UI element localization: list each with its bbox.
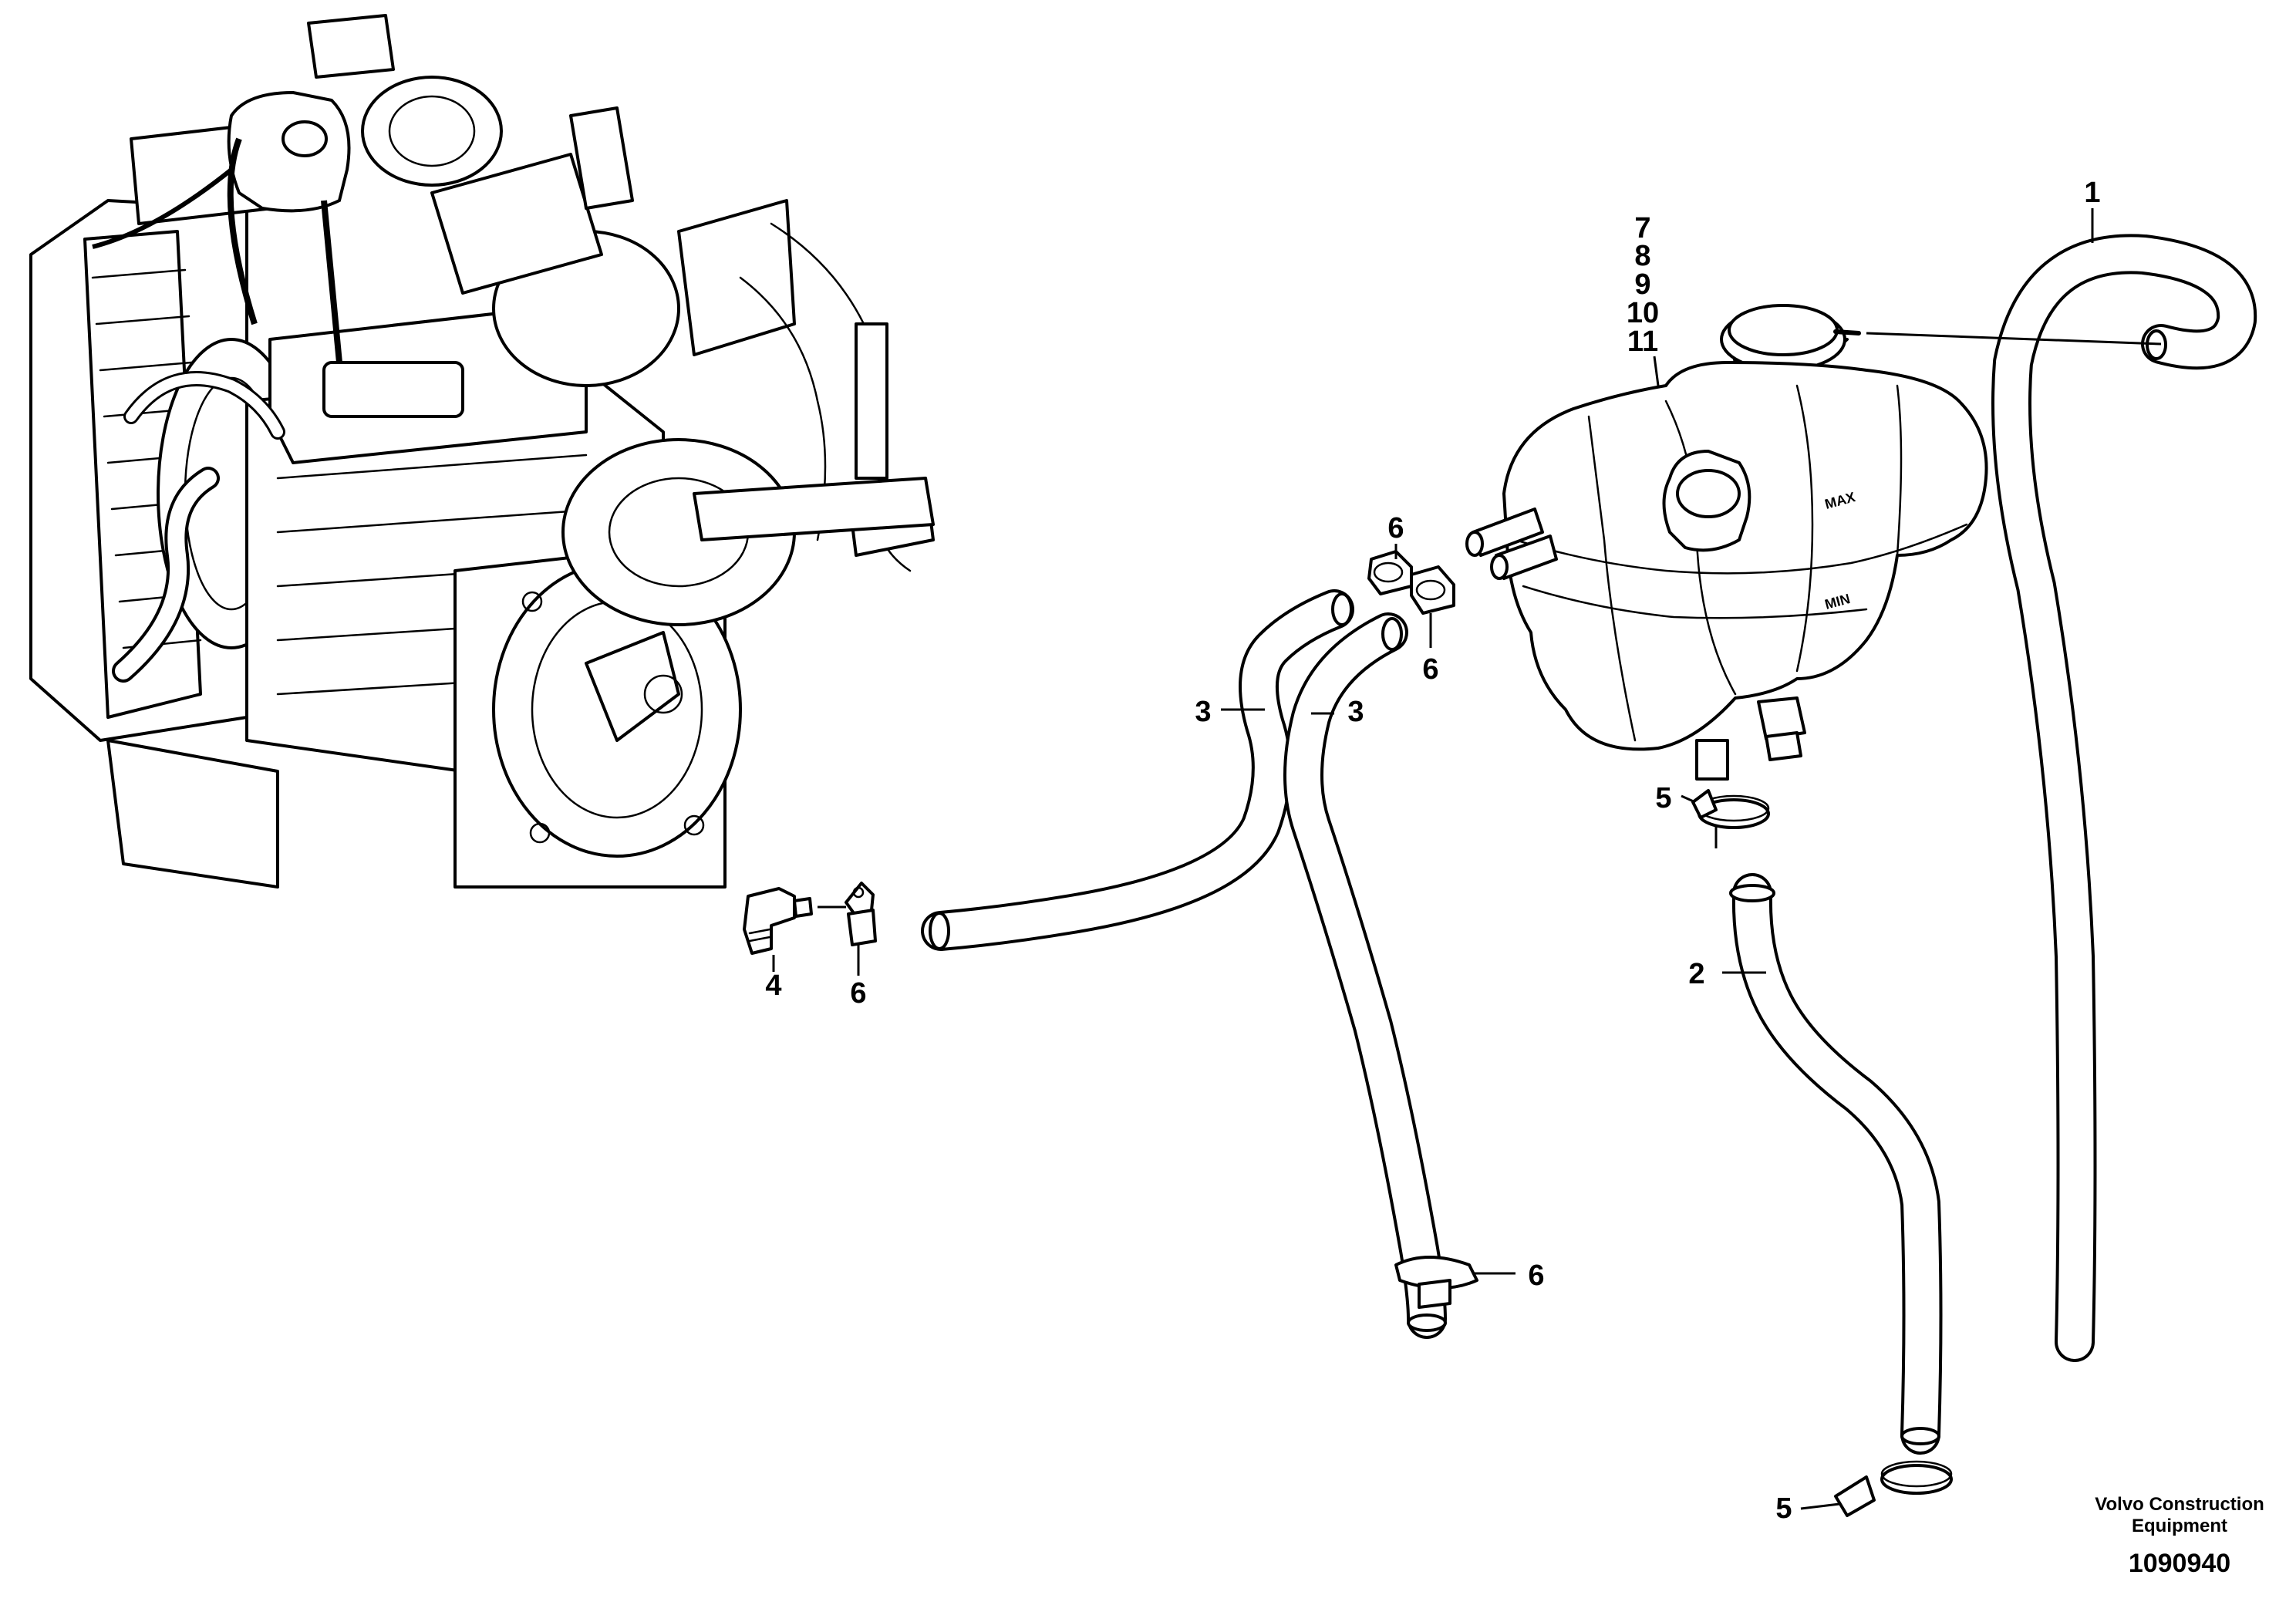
clamp-5-upper (1691, 789, 1770, 829)
brand-line-2: Equipment (2132, 1516, 2227, 1536)
callout-6-upper: 6 (1387, 512, 1404, 545)
expansion-tank: MAX MIN (1465, 304, 1988, 781)
callout-3-right: 3 (1347, 696, 1364, 728)
figure-number: 1090940 (2129, 1549, 2230, 1578)
leader-lines (772, 208, 2162, 1510)
callout-8: 8 (1634, 240, 1650, 272)
callout-7: 7 (1634, 212, 1650, 244)
clip-6-upper-b (1410, 565, 1455, 615)
callout-6-left: 6 (850, 977, 866, 1010)
callout-6-bottom: 6 (1528, 1259, 1544, 1292)
clip-6-left (845, 882, 877, 946)
hose-1 (1991, 234, 2257, 1362)
callout-4: 4 (765, 969, 781, 1002)
callout-9: 9 (1634, 268, 1650, 301)
hose-3-pair (921, 589, 1447, 1339)
callout-labels: 1 2 3 3 4 5 5 6 6 6 6 7 8 9 10 11 (765, 177, 2100, 1525)
clip-6-bottom (1394, 1256, 1478, 1309)
callout-5-lower: 5 (1775, 1492, 1792, 1525)
hose-2 (1729, 873, 1943, 1455)
clip-6-upper-a (1367, 550, 1413, 595)
footer-branding: Volvo Construction Equipment 1090940 (2095, 1494, 2264, 1578)
callout-10: 10 (1627, 297, 1659, 329)
callout-1: 1 (2084, 177, 2100, 209)
callout-3-left: 3 (1195, 696, 1211, 728)
callout-11: 11 (1627, 325, 1658, 358)
elbow-fitting-4 (743, 887, 813, 955)
callout-5-upper: 5 (1655, 782, 1671, 814)
brand-line-1: Volvo Construction (2095, 1494, 2264, 1515)
callout-6-middle: 6 (1422, 653, 1438, 686)
engine-assembly-illustration (29, 14, 935, 889)
callout-2: 2 (1688, 958, 1704, 990)
clamp-5-lower (1834, 1460, 1953, 1517)
